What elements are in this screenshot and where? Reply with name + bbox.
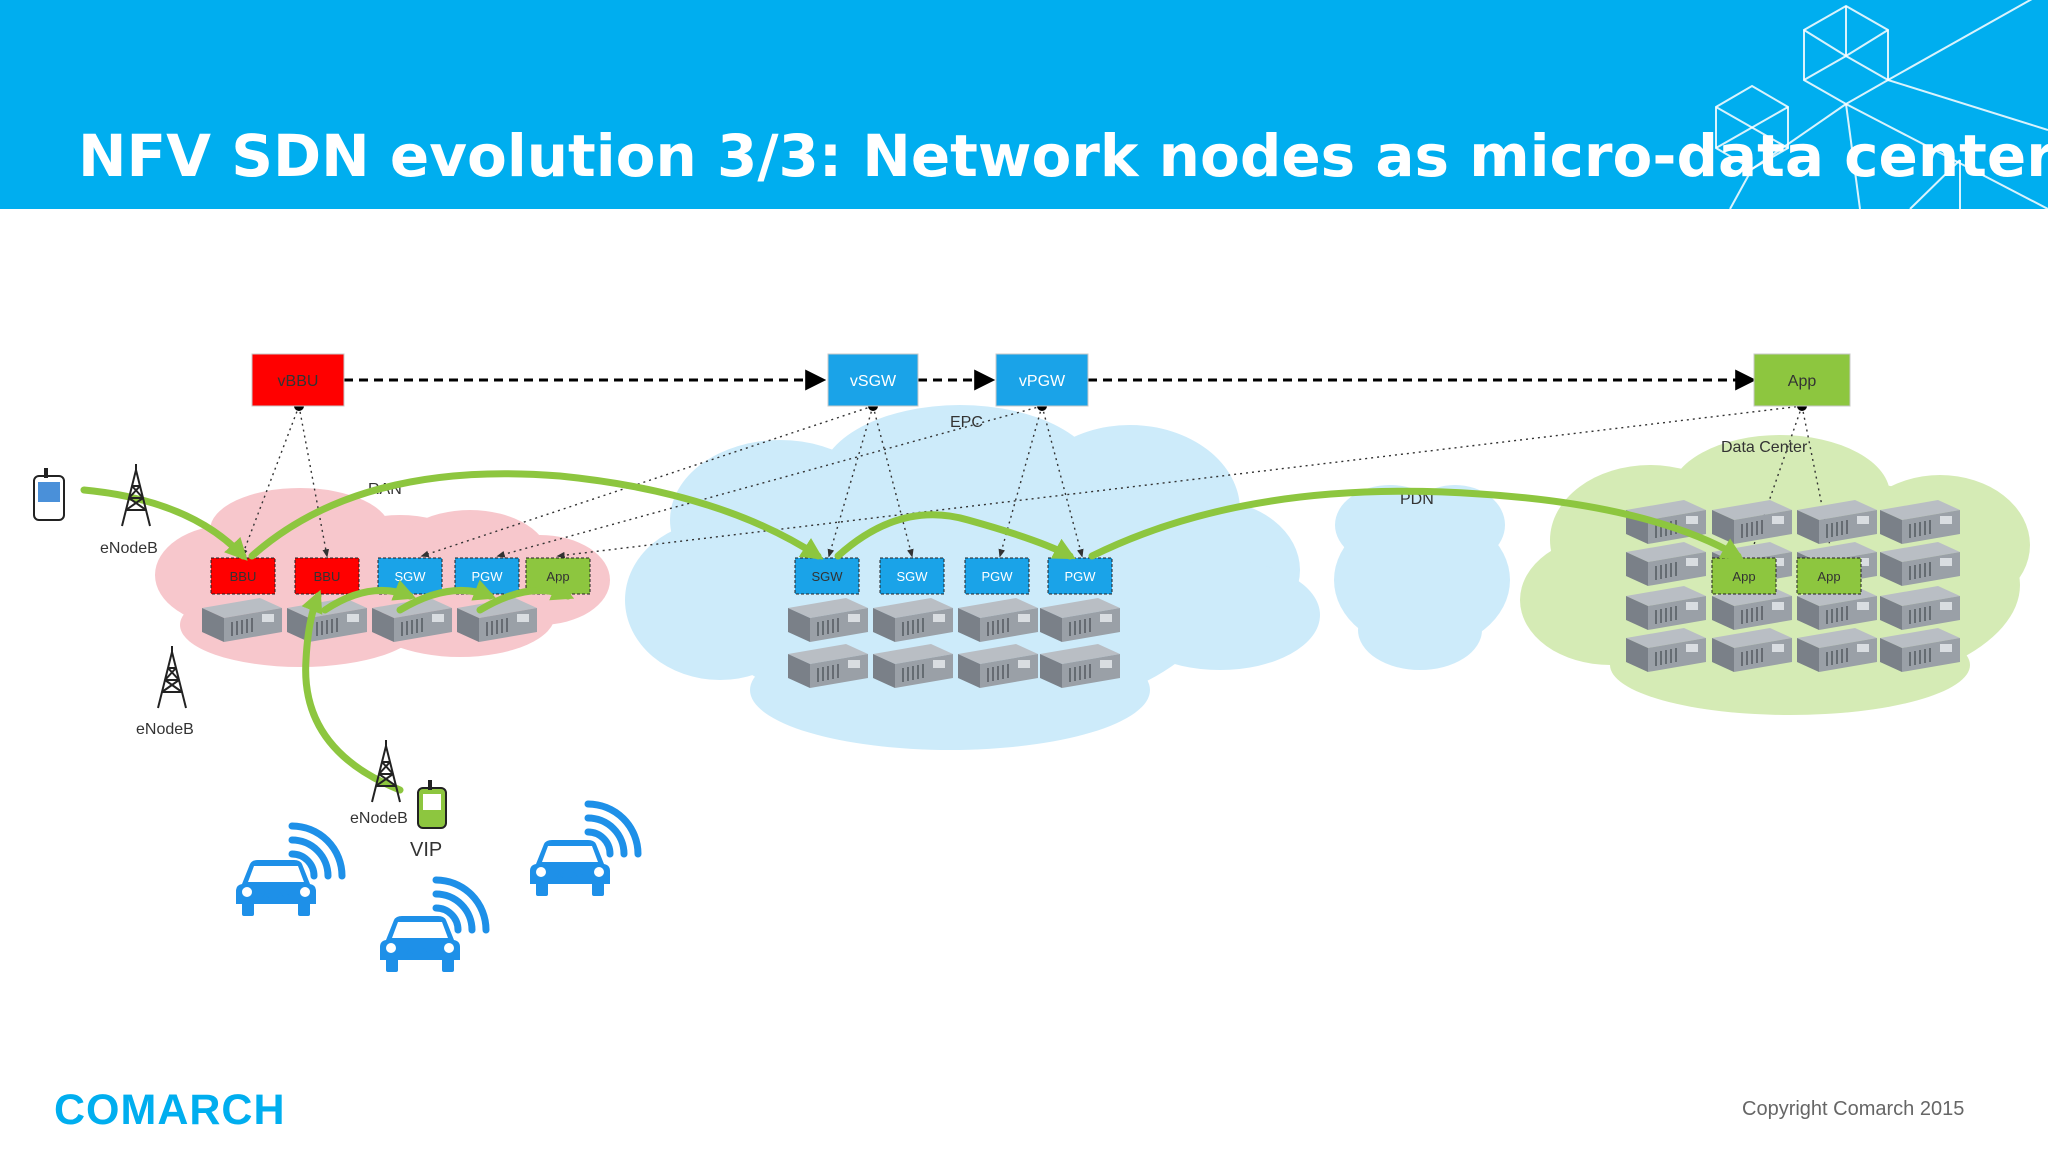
vip-phone-icon <box>417 780 447 829</box>
pdn-cloud <box>1334 485 1510 670</box>
vpgw-box <box>995 353 1089 407</box>
ran-app-label: App <box>546 569 569 584</box>
car-icon: WLAN <box>530 804 638 896</box>
enodeb-label: eNodeB <box>136 721 194 738</box>
slide-title: NFV SDN evolution 3/3: Network nodes as … <box>78 122 2048 190</box>
comarch-logo: COMARCH <box>54 1086 286 1134</box>
enodeb-label: eNodeB <box>350 810 408 827</box>
mobile-phone-icon <box>33 468 65 521</box>
network-diagram: RAN EPC PDN Data Center vBBU vSGW vPGW A… <box>33 353 2030 972</box>
car-icon: WLAN <box>236 826 342 916</box>
vpgw-label: vPGW <box>1019 373 1066 390</box>
slide-header: NFV SDN evolution 3/3: Network nodes as … <box>0 0 2048 209</box>
epc-pgw-2-label: PGW <box>1064 569 1096 584</box>
car-icon: WLAN <box>380 880 486 972</box>
car-wlan-label: WLAN <box>404 945 436 957</box>
dc-app-1-label: App <box>1732 569 1755 584</box>
ran-sgw-label: SGW <box>394 569 426 584</box>
vsgw-label: vSGW <box>850 373 897 390</box>
data-center-label: Data Center <box>1721 439 1808 456</box>
cell-tower-icon <box>157 645 187 709</box>
vip-label: VIP <box>410 839 442 861</box>
ran-bbu-2-label: BBU <box>314 569 341 584</box>
epc-label: EPC <box>950 414 983 431</box>
copyright-text: Copyright Comarch 2015 <box>1742 1098 1965 1120</box>
dc-app-2-label: App <box>1817 569 1840 584</box>
epc-sgw-1-box <box>794 557 860 595</box>
vbbu-box <box>251 353 345 407</box>
ran-bbu-2-box <box>294 557 360 595</box>
car-wlan-label: WLAN <box>554 869 586 881</box>
traffic-arrows <box>80 470 1744 794</box>
vbbu-label: vBBU <box>278 373 319 390</box>
epc-pgw-1-label: PGW <box>981 569 1013 584</box>
epc-pgw-1-box <box>964 557 1030 595</box>
cell-tower-icon <box>371 739 401 803</box>
app-label: App <box>1788 373 1817 390</box>
epc-sgw-1-label: SGW <box>811 569 843 584</box>
epc-sgw-2-label: SGW <box>896 569 928 584</box>
dc-app-1-box <box>1711 557 1777 595</box>
app-box <box>1753 353 1851 407</box>
epc-pgw-2-box <box>1047 557 1113 595</box>
ran-pgw-label: PGW <box>471 569 503 584</box>
ran-bbu-1-label: BBU <box>230 569 257 584</box>
enodeb-label: eNodeB <box>100 540 158 557</box>
car-wlan-label: WLAN <box>260 889 292 901</box>
epc-sgw-2-box <box>879 557 945 595</box>
pdn-label: PDN <box>1400 491 1434 508</box>
ran-bbu-1-box <box>210 557 276 595</box>
geometric-pattern-decoration <box>1715 0 2048 209</box>
dc-app-2-box <box>1796 557 1862 595</box>
vsgw-box <box>827 353 919 407</box>
